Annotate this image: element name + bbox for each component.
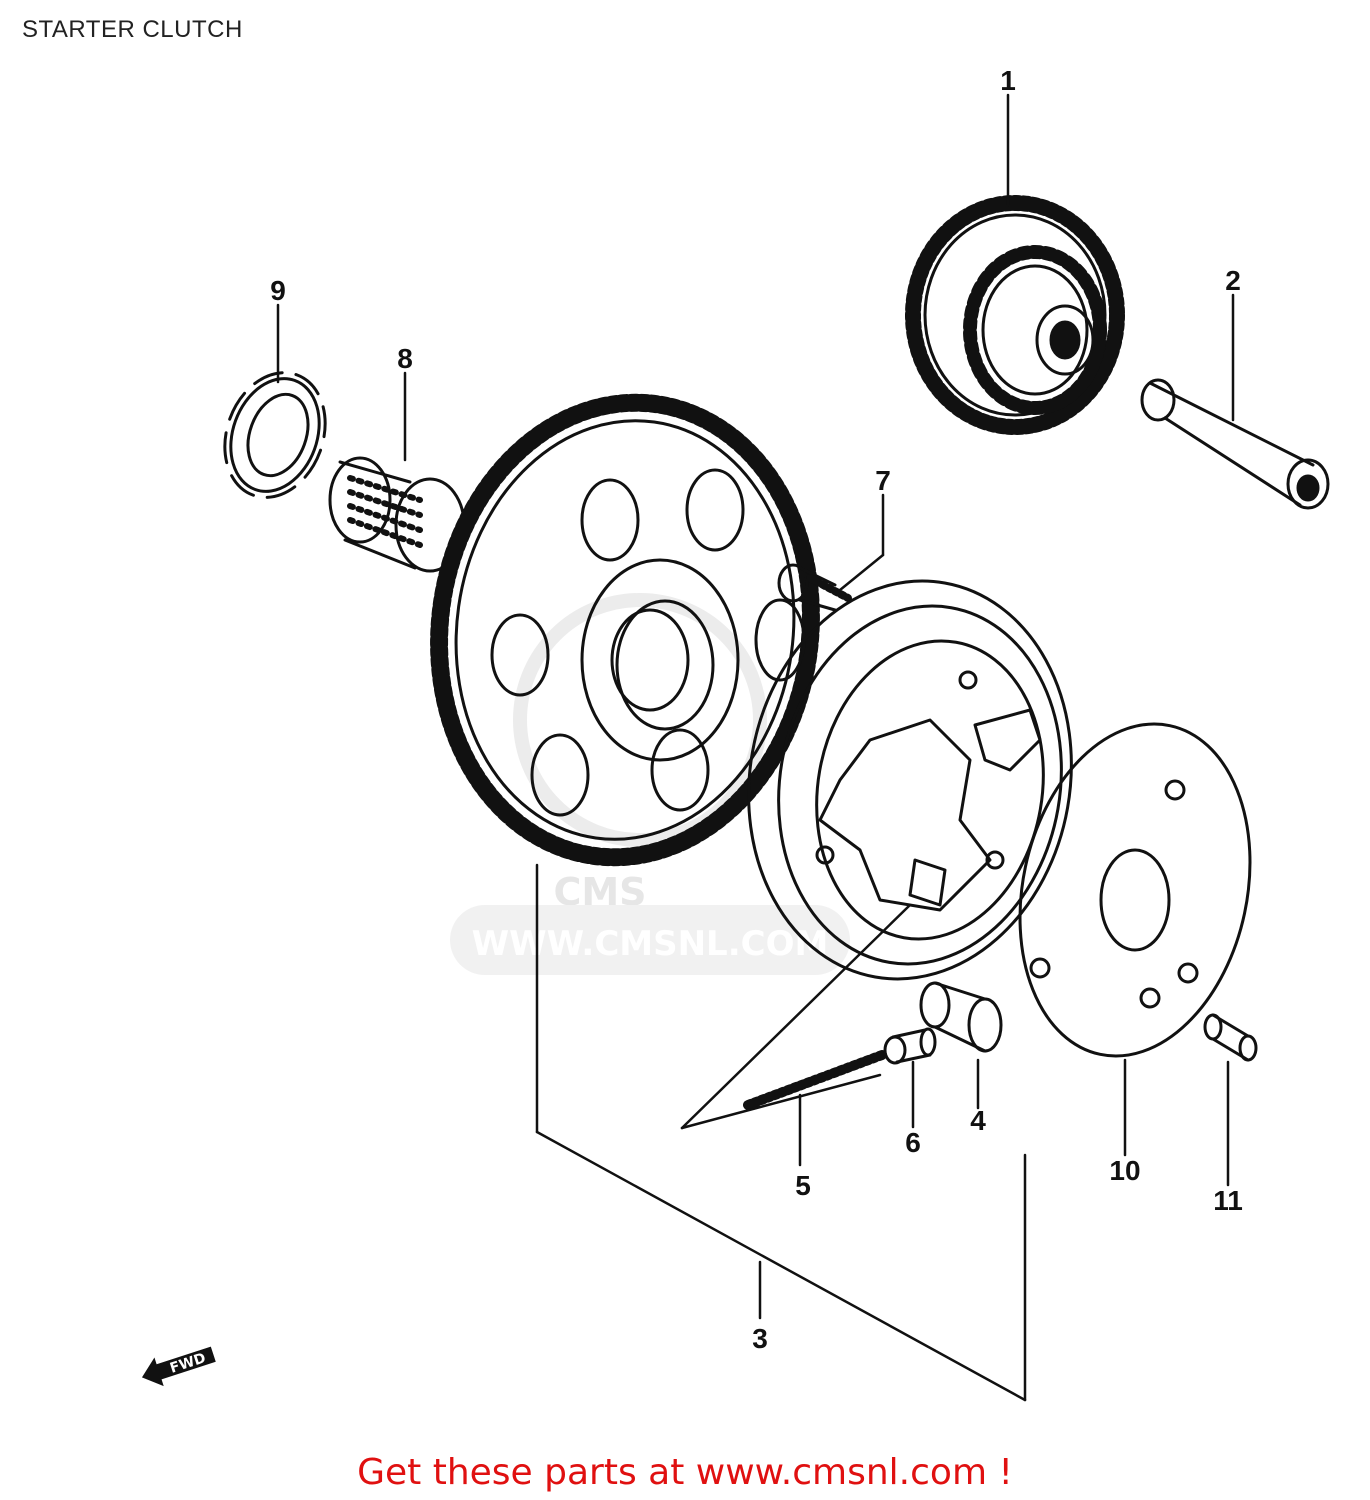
page-title: STARTER CLUTCH (22, 16, 243, 43)
forward-arrow-icon: FWD (141, 1346, 216, 1387)
part-3-clutch-body (747, 579, 1073, 981)
part-11-pin (1203, 1013, 1258, 1062)
part-3-driven-gear (430, 393, 820, 867)
cta-link[interactable]: Get these parts at www.cmsnl.com ! (357, 1452, 1013, 1493)
callout-4: 4 (970, 1105, 986, 1136)
part-5-spring (743, 1050, 887, 1110)
callout-11: 11 (1213, 1185, 1243, 1216)
part-8-needle-bearing (328, 456, 466, 573)
part-10-plate (1018, 722, 1252, 1058)
callout-labels: 1 2 3 4 5 6 7 8 9 10 11 (270, 65, 1243, 1354)
callout-8: 8 (397, 343, 413, 374)
part-6-spring-cap (883, 1027, 937, 1065)
forward-arrow-label: FWD (168, 1350, 208, 1377)
callout-9: 9 (270, 275, 286, 306)
watermark: CMS WWW.CMSNL.COM (450, 593, 850, 975)
callout-2: 2 (1225, 265, 1241, 296)
callout-10: 10 (1109, 1155, 1140, 1186)
callout-5: 5 (795, 1170, 811, 1201)
part-9-washer (223, 371, 327, 499)
part-7-bolt (777, 563, 852, 612)
part-4-roller (919, 981, 1003, 1053)
callout-3: 3 (752, 1323, 768, 1354)
part-2-shaft (1140, 378, 1330, 510)
callout-7: 7 (875, 465, 891, 496)
leader-lines (276, 93, 1235, 1402)
watermark-site: WWW.CMSNL.COM (472, 924, 829, 964)
part-1-idle-gear (905, 195, 1125, 435)
callout-6: 6 (905, 1127, 921, 1158)
callout-1: 1 (1000, 65, 1016, 96)
